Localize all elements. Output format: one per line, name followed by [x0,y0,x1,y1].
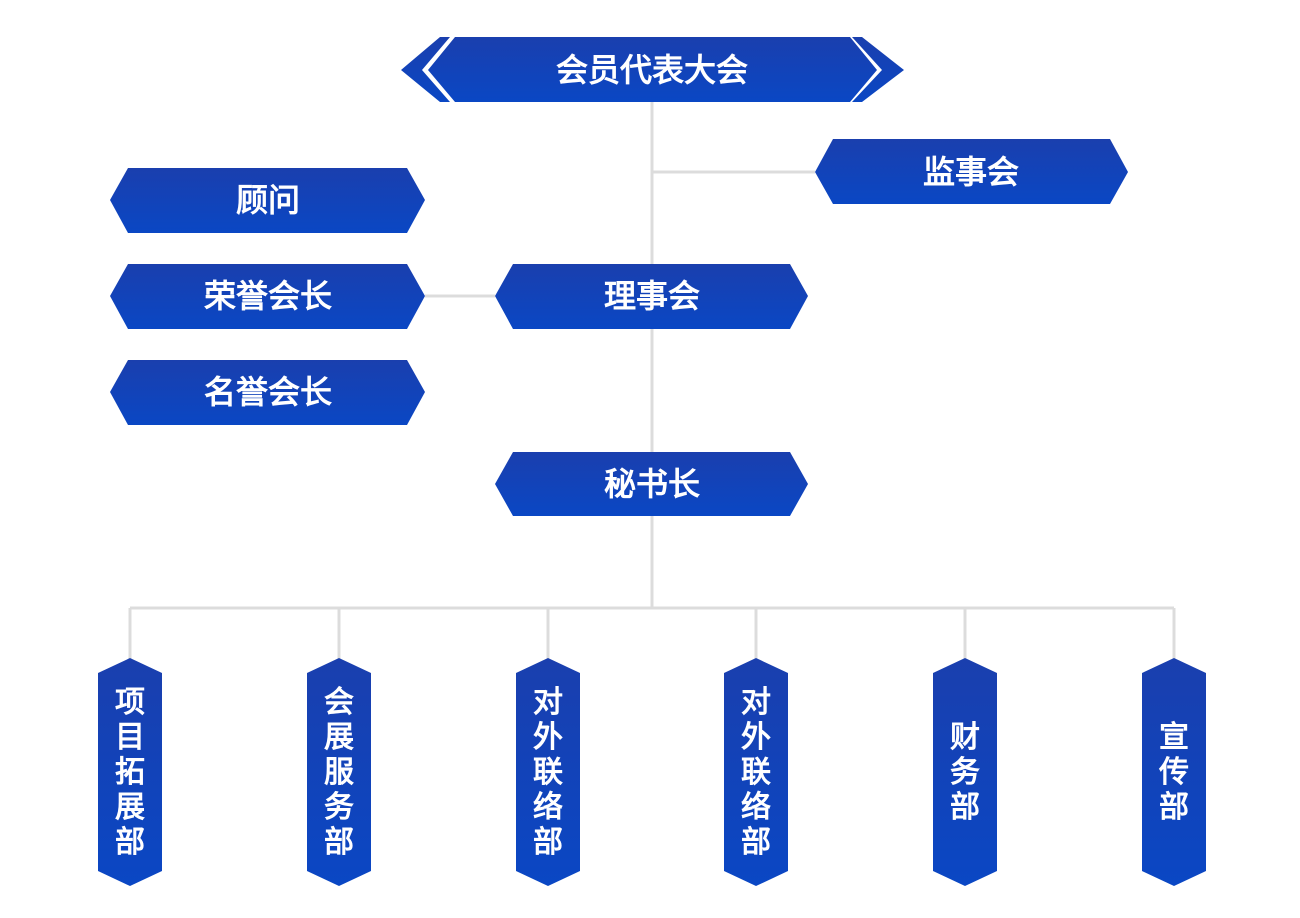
honorary-president-shape [110,264,425,329]
titular-president-label: 名誉会长 [204,373,332,411]
department-label: 对外联络部 [533,685,563,860]
department-label: 宣传部 [1158,720,1189,825]
department-shape [1142,658,1206,886]
council-node: 理事会 [495,264,808,329]
advisor-node: 顾问 [110,168,425,233]
secretary-general-shape [495,452,808,516]
supervisory-board-shape [815,139,1128,204]
department-node: 对外联络部 [724,658,788,886]
connectors [128,100,1176,660]
department-shape [516,658,580,886]
assembly-chevron-left [401,37,450,102]
advisor-shape [110,168,425,233]
department-shape [98,658,162,886]
secretary-general-label: 秘书长 [604,465,700,503]
secretary-general-node: 秘书长 [495,452,808,516]
department-shape [933,658,997,886]
honorary-president-label: 荣誉会长 [204,277,332,315]
department-node: 对外联络部 [516,658,580,886]
assembly-label: 会员代表大会 [556,51,748,89]
department-node: 会展服务部 [307,658,371,886]
honorary-president-node: 荣誉会长 [110,264,425,329]
department-label: 财务部 [950,720,980,825]
department-node: 财务部 [933,658,997,886]
department-node: 项目拓展部 [98,658,162,886]
assembly-shape [428,37,877,102]
supervisory-board-node: 监事会 [815,139,1128,204]
titular-president-node: 名誉会长 [110,360,425,425]
departments: 项目拓展部 会展服务部 对外联络部 对外联络部 财务部 宣传部 [98,658,1206,886]
department-label: 会展服务部 [324,685,355,860]
department-node: 宣传部 [1142,658,1206,886]
titular-president-shape [110,360,425,425]
department-shape [307,658,371,886]
assembly-chevron-right [852,37,904,102]
department-label: 项目拓展部 [115,685,145,860]
council-label: 理事会 [604,277,700,315]
supervisory-board-label: 监事会 [923,153,1019,191]
council-shape [495,264,808,329]
assembly-node: 会员代表大会 [401,37,904,102]
department-label: 对外联络部 [741,685,771,860]
department-shape [724,658,788,886]
advisor-label: 顾问 [236,181,300,219]
